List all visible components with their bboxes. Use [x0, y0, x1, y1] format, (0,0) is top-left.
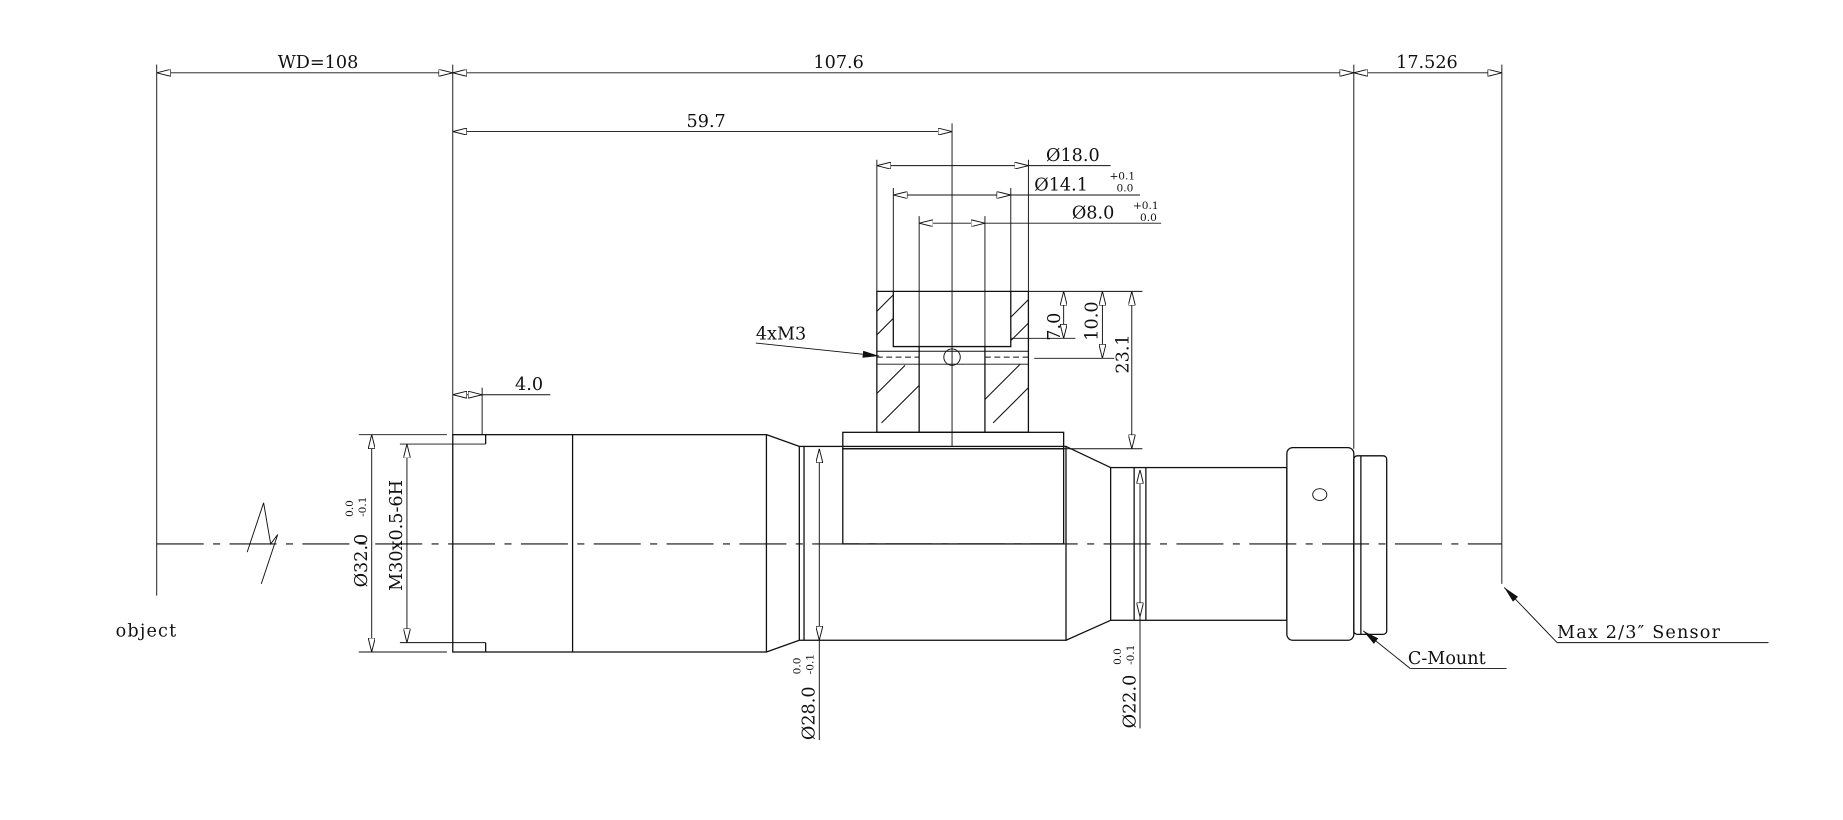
dim-back-focal: 17.526 — [1396, 53, 1458, 73]
dim-dia-32: Ø32.0 — [352, 534, 372, 588]
dim-height-23: 23.1 — [1113, 334, 1133, 373]
dim-dia-22: Ø22.0 — [1120, 675, 1140, 729]
dim-dia-14-tol-upper: +0.1 — [1109, 171, 1135, 183]
dim-dia-14: Ø14.1 — [1034, 175, 1088, 195]
dim-dia-28-tol-upper: 0.0 — [791, 657, 803, 674]
dim-working-distance: WD=108 — [278, 53, 359, 73]
dim-dia-14-tol-lower: 0.0 — [1117, 182, 1134, 194]
dim-dia-22-tol-upper: 0.0 — [1112, 648, 1124, 665]
dim-dia-8-tol-lower: 0.0 — [1140, 212, 1157, 224]
dim-dia-32-tol-lower: -0.1 — [357, 497, 369, 517]
mount-block — [876, 290, 1030, 433]
dim-dia-8-tol-upper: +0.1 — [1133, 200, 1159, 212]
dim-total-length: 107.6 — [813, 53, 863, 73]
dim-dia-22-tol-lower: -0.1 — [1125, 645, 1137, 665]
extension-lines — [156, 64, 1503, 653]
dimension-lines — [156, 73, 1769, 741]
dim-height-10: 10.0 — [1083, 301, 1103, 340]
c-mount-ring — [1286, 446, 1388, 641]
dim-dia-18: Ø18.0 — [1046, 146, 1100, 166]
label-object: object — [116, 622, 178, 642]
dim-dia-8: Ø8.0 — [1072, 204, 1114, 224]
label-c-mount: C-Mount — [1408, 649, 1486, 669]
label-screws: 4xM3 — [756, 325, 806, 345]
dim-mount-position: 59.7 — [687, 112, 726, 132]
dim-height-7: 7.0 — [1045, 313, 1065, 341]
centerline — [156, 502, 1502, 585]
dim-dia-28: Ø28.0 — [800, 686, 820, 740]
dim-front-offset: 4.0 — [515, 375, 543, 395]
label-sensor: Max 2/3″ Sensor — [1557, 623, 1721, 643]
dim-dia-32-tol-upper: 0.0 — [344, 500, 356, 517]
section-hatch — [876, 294, 1029, 424]
dim-dia-28-tol-lower: -0.1 — [804, 654, 816, 674]
lens-body — [452, 431, 1288, 653]
dim-thread: M30x0.5-6H — [387, 480, 407, 591]
